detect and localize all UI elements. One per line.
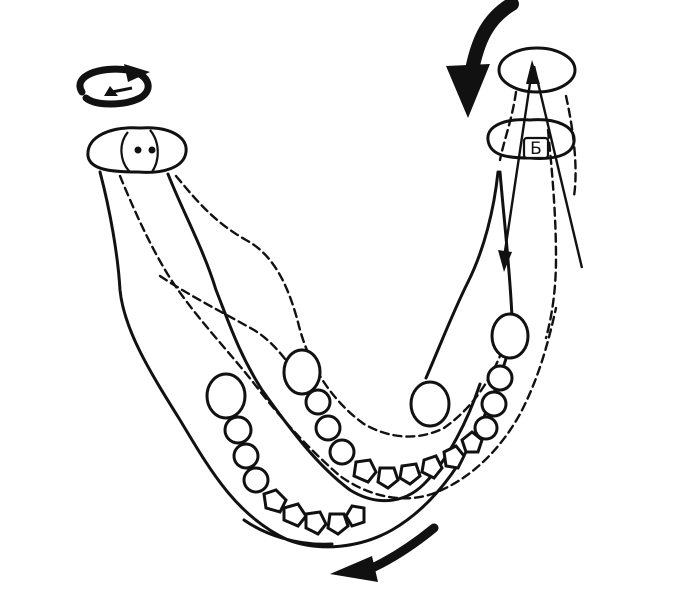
molar-right: [492, 314, 528, 358]
molar-center-right: [411, 382, 449, 426]
label-b: Б: [530, 139, 542, 159]
label-b-box: Б: [524, 138, 548, 159]
left-condyle: [88, 128, 186, 173]
molar-center-left: [284, 350, 320, 394]
molar-left: [207, 374, 245, 418]
rotation-arrow-icon: [80, 64, 150, 104]
force-vectors: [498, 60, 582, 272]
right-condyle-upper: [499, 48, 575, 92]
teeth: [207, 314, 528, 534]
